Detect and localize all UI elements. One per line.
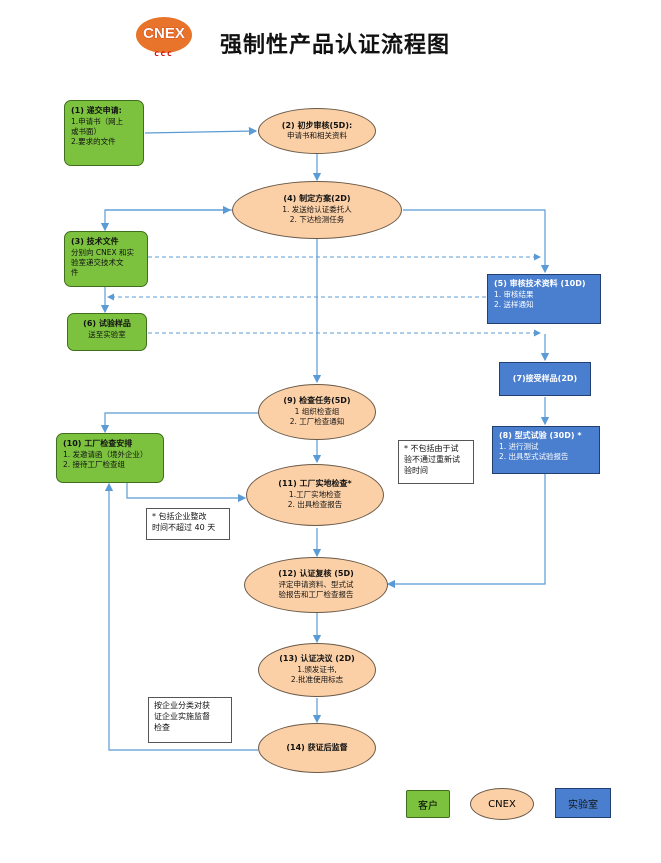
node-5-review-tech-data: (5) 审核技术资料 (10D) 1. 审核结果 2. 送样通知 [487, 274, 601, 324]
arrow-9-to-10 [100, 412, 258, 434]
node-title: (5) 审核技术资料 (10D) [494, 279, 586, 288]
note-line: 证企业实施监督 [154, 711, 210, 721]
node-line: 2. 出具检查报告 [287, 500, 343, 510]
legend-lab: 实验室 [555, 788, 611, 818]
node-line: 或书面） [71, 126, 101, 136]
node-14-post-cert-supervision: (14) 获证后监督 [258, 723, 376, 773]
node-line: 2. 接待工厂检查组 [63, 459, 126, 469]
arrow-4-to-3 [100, 209, 232, 232]
legend-label: CNEX [488, 798, 516, 810]
node-line: 2. 工厂检查通知 [289, 417, 345, 427]
legend-label: 客户 [418, 800, 438, 812]
cnex-logo: CNEX CCC [136, 15, 192, 59]
node-title: (3) 技术文件 [71, 237, 119, 246]
node-title: (14) 获证后监督 [286, 742, 348, 752]
node-line: 2. 下达检测任务 [289, 215, 345, 225]
note-line: 验不通过重新试 [404, 454, 460, 464]
node-title: (12) 认证复核 (5D) [278, 569, 354, 579]
node-4-make-plan: (4) 制定方案(2D) 1. 发送给认证委托人 2. 下达检测任务 [232, 181, 402, 239]
node-line: 1 组织检查组 [294, 407, 340, 417]
legend-label: 实验室 [568, 799, 598, 811]
logo-subtext: CCC [154, 51, 174, 58]
note-line: * 不包括由于试 [404, 444, 459, 453]
node-line: 申请书和相关资料 [287, 131, 347, 141]
logo-text: CNEX [143, 25, 185, 42]
note-line: 时间不超过 40 天 [152, 522, 216, 532]
node-line: 1. 发送给认证委托人 [282, 205, 352, 215]
note-line: * 包括企业整改 [152, 512, 207, 521]
arrow-8-to-12 [386, 474, 546, 589]
node-title: (9) 检查任务(5D) [283, 396, 351, 406]
node-6-test-samples: (6) 试验样品 送至实验室 [67, 313, 147, 351]
node-8-type-test: (8) 型式试验 (30D) * 1. 进行测试 2. 出具型式试验报告 [492, 426, 600, 474]
node-title: (4) 制定方案(2D) [283, 194, 351, 204]
node-10-factory-inspection-arrangement: (10) 工厂检查安排 1. 发邀请函（境外企业） 2. 接待工厂检查组 [56, 433, 164, 483]
page-title: 强制性产品认证流程图 [220, 33, 451, 58]
node-line: 2.要求的文件 [71, 137, 116, 147]
arrow-4-to-5 [403, 209, 550, 274]
logo-oval [136, 17, 192, 53]
node-line: 2.批准使用标志 [290, 675, 344, 685]
note-line: 验时间 [404, 465, 428, 475]
node-12-certification-review: (12) 认证复核 (5D) 评定申请资料、型式试 验报告和工厂检查报告 [244, 557, 388, 613]
node-line: 1.颁发证书, [297, 665, 337, 675]
node-line: 1. 发邀请函（境外企业） [63, 449, 148, 459]
node-line: 2. 送样通知 [494, 299, 534, 309]
node-line: 分别向 CNEX 和实 [71, 247, 134, 257]
node-title: (2) 初步审核(5D): [281, 120, 353, 130]
note-line: 检查 [154, 722, 170, 732]
node-2-preliminary-review: (2) 初步审核(5D): 申请书和相关资料 [258, 108, 376, 154]
node-line: 1.工厂实地检查 [288, 490, 342, 500]
node-line: 件 [71, 268, 79, 278]
node-1-submit-application: (1) 递交申请: 1.申请书（网上 或书面） 2.要求的文件 [64, 100, 144, 166]
node-line: 送至实验室 [88, 329, 126, 339]
node-9-inspection-task: (9) 检查任务(5D) 1 组织检查组 2. 工厂检查通知 [258, 384, 376, 440]
node-13-certification-decision: (13) 认证决议 (2D) 1.颁发证书, 2.批准使用标志 [258, 643, 376, 697]
node-3-technical-docs: (3) 技术文件 分别向 CNEX 和实 验室递交技术文 件 [64, 231, 148, 287]
node-line: 评定申请资料、型式试 [278, 580, 354, 590]
node-line: 验室递交技术文 [71, 257, 124, 267]
note-line: 按企业分类对获 [154, 701, 210, 710]
note-rectification-time: * 包括企业整改 时间不超过 40 天 [146, 508, 230, 540]
node-line: 验报告和工厂检查报告 [278, 590, 354, 600]
arrow-1-to-2 [144, 126, 258, 136]
legend-cnex: CNEX [470, 788, 534, 820]
node-line: 1. 审核结果 [494, 289, 534, 299]
node-title: (13) 认证决议 (2D) [279, 654, 355, 664]
note-retest-excluded: * 不包括由于试 验不通过重新试 验时间 [398, 440, 474, 484]
node-11-factory-onsite-inspection: (11) 工厂实地检查* 1.工厂实地检查 2. 出具检查报告 [246, 464, 384, 526]
legend-customer: 客户 [406, 790, 450, 818]
node-title: (7)接受样品(2D) [512, 373, 578, 383]
arrow-10-to-11 [126, 483, 247, 503]
node-7-receive-samples: (7)接受样品(2D) [499, 362, 591, 396]
node-title: (8) 型式试验 (30D) * [499, 431, 582, 440]
node-line: 1.申请书（网上 [71, 116, 124, 126]
node-title: (1) 递交申请: [71, 106, 122, 115]
arrow-14-to-10 [104, 482, 258, 751]
node-title: (6) 试验样品 [83, 319, 131, 328]
node-line: 1. 进行测试 [499, 441, 539, 451]
note-supervision: 按企业分类对获 证企业实施监督 检查 [148, 697, 232, 743]
node-title: (11) 工厂实地检查* [278, 479, 352, 489]
node-line: 2. 出具型式试验报告 [499, 451, 569, 461]
node-title: (10) 工厂检查安排 [63, 439, 133, 448]
